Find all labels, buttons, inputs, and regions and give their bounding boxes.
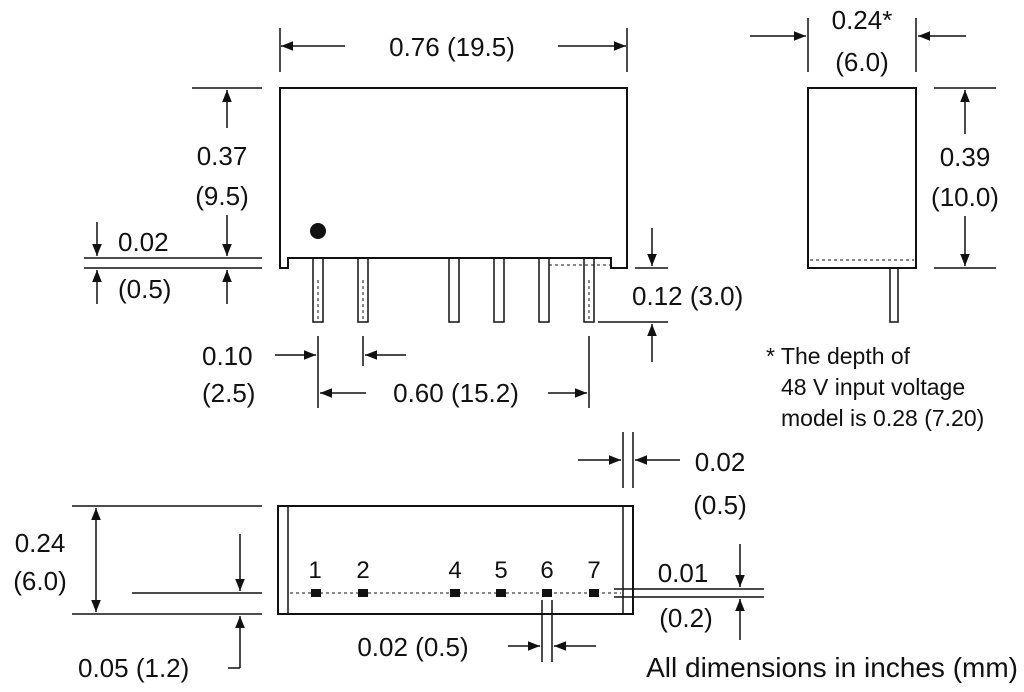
front-pins: [312, 257, 611, 323]
bottom-pin-pad: [496, 589, 506, 597]
front-body-outline: [279, 87, 628, 269]
pin-number: 1: [308, 557, 321, 584]
side-depth-dimension: 0.24* (6.0): [750, 5, 966, 77]
pin-width-in: 0.10: [202, 341, 253, 371]
side-height-in: 0.39: [940, 142, 991, 172]
front-pin: [583, 257, 595, 323]
front-height-in: 0.37: [197, 141, 248, 171]
pin-width-mm: (2.5): [202, 378, 255, 408]
bottom-depth-mm: (6.0): [13, 566, 66, 596]
pin-span-dimension: 0.60 (15.2): [320, 336, 590, 408]
footnote-line2: 48 V input voltage: [781, 374, 965, 400]
pin-number: 2: [356, 557, 369, 584]
front-width-label: 0.76 (19.5): [389, 32, 515, 62]
bottom-depth-in: 0.24: [15, 528, 66, 558]
pin-length-dimension: 0.12 (3.0): [598, 228, 743, 362]
pin-number: 5: [494, 557, 507, 584]
pin-width-dimension: 0.10 (2.5): [202, 336, 406, 408]
standoff-in: 0.02: [118, 227, 169, 257]
front-pin: [357, 257, 369, 323]
front-height-mm: (9.5): [195, 181, 248, 211]
front-pin: [538, 257, 550, 323]
pin-length-label: 0.12 (3.0): [632, 281, 743, 311]
pin-number: 6: [540, 557, 553, 584]
front-view: 0.76 (19.5) 0.37 (9.5) 0.02 (0.5) 0.12: [84, 28, 743, 408]
bottom-pin-pad: [542, 589, 552, 597]
pin-offset-dimension: 0.01 (0.2): [614, 544, 764, 640]
pin1-indicator-dot: [310, 223, 326, 239]
pin-size-dimension: 0.02 (0.5): [357, 600, 596, 662]
bottom-pin-pad: [358, 589, 368, 597]
side-height-mm: (10.0): [931, 182, 999, 212]
units-note: All dimensions in inches (mm): [646, 652, 1018, 683]
bottom-pins: 1 2 4 5 6 7: [308, 557, 601, 597]
side-view: 0.24* (6.0) 0.39 (10.0): [750, 5, 999, 323]
wall-thickness-in: 0.02: [695, 447, 746, 477]
edge-offset-label: 0.05 (1.2): [78, 653, 189, 683]
bottom-depth-dimension: 0.24 (6.0): [13, 505, 262, 615]
standoff-dimension: 0.02 (0.5): [84, 222, 262, 304]
side-body-outline: [807, 87, 917, 269]
pin-offset-in: 0.01: [658, 558, 709, 588]
pin-size-label: 0.02 (0.5): [357, 632, 468, 662]
side-depth-mm: (6.0): [835, 47, 888, 77]
footnote: * The depth of 48 V input voltage model …: [766, 343, 984, 431]
wall-thickness-mm: (0.5): [693, 490, 746, 520]
side-pin: [889, 267, 899, 323]
bottom-pin-pad: [311, 589, 321, 597]
edge-offset-dimension: 0.05 (1.2): [78, 534, 262, 683]
bottom-pin-pad: [450, 589, 460, 597]
side-height-dimension: 0.39 (10.0): [931, 87, 999, 269]
front-pin: [312, 257, 324, 323]
front-pin: [493, 257, 505, 323]
bottom-view: 1 2 4 5 6 7 0.02 (0.5) 0.24 (6.0): [13, 432, 764, 683]
front-height-dimension: 0.37 (9.5): [192, 87, 262, 256]
bottom-body-outline: [277, 505, 634, 615]
front-width-dimension: 0.76 (19.5): [279, 28, 628, 72]
footnote-line1: * The depth of: [766, 343, 911, 369]
side-depth-in: 0.24*: [832, 5, 893, 35]
pin-span-label: 0.60 (15.2): [393, 378, 519, 408]
standoff-mm: (0.5): [118, 274, 171, 304]
bottom-pin-pad: [589, 589, 599, 597]
footnote-line3: model is 0.28 (7.20): [781, 405, 984, 431]
front-pin: [448, 257, 460, 323]
pin-number: 4: [448, 557, 461, 584]
pin-offset-mm: (0.2): [659, 603, 712, 633]
wall-thickness-dimension: 0.02 (0.5): [578, 432, 747, 520]
pin-number: 7: [587, 557, 600, 584]
